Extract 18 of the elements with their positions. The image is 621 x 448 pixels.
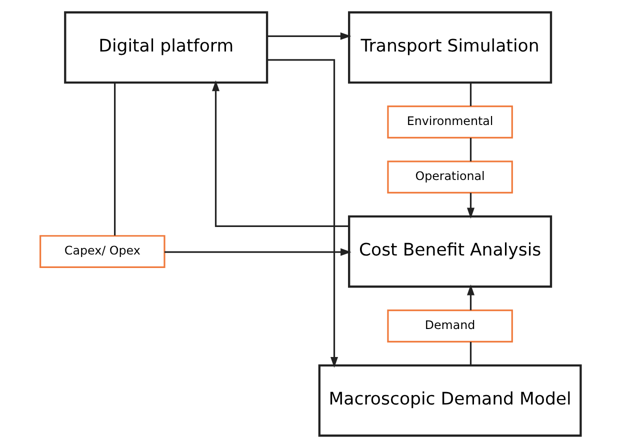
arrow bbox=[267, 59, 338, 368]
arrow bbox=[267, 32, 352, 40]
connector bbox=[470, 342, 472, 366]
node-box: Operational bbox=[387, 160, 513, 194]
connector bbox=[470, 82, 472, 106]
connector bbox=[470, 138, 472, 162]
connector bbox=[114, 83, 116, 236]
node-box: Cost Benefit Analysis bbox=[348, 215, 552, 288]
node-box: Capex/ Opex bbox=[40, 235, 166, 268]
node-box: Digital platform bbox=[64, 11, 268, 84]
node-box: Environmental bbox=[387, 106, 513, 138]
node-box: Macroscopic Demand Model bbox=[318, 364, 582, 437]
node-box: Transport Simulation bbox=[348, 11, 552, 84]
arrow bbox=[164, 248, 352, 256]
arrow bbox=[466, 192, 475, 219]
arrow bbox=[466, 284, 475, 310]
arrow bbox=[212, 80, 349, 227]
node-box: Demand bbox=[387, 310, 513, 342]
